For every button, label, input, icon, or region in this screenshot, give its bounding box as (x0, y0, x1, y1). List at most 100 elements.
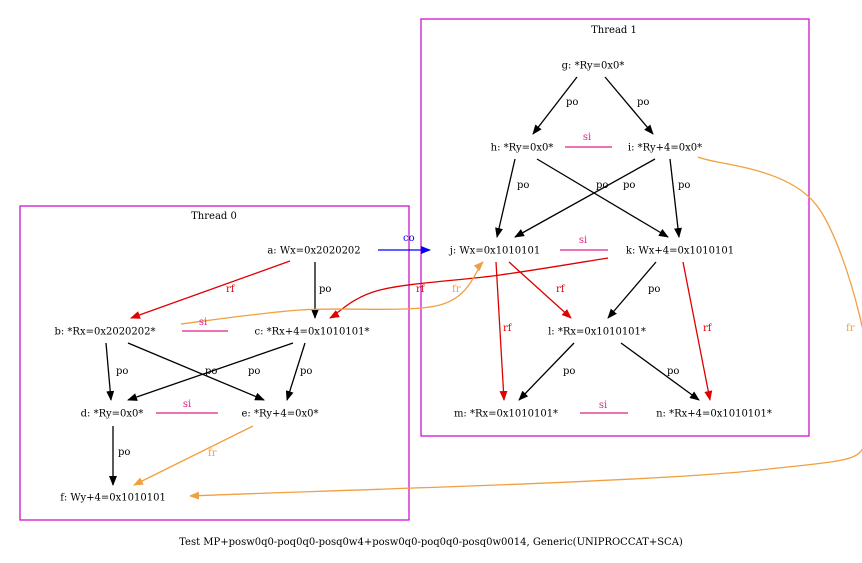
node-c: c: *Rx+4=0x1010101* (255, 327, 370, 338)
edge-line-k-l (607, 261, 657, 319)
si-label-j-k: si (579, 235, 587, 246)
edge-line-g-h (532, 76, 578, 135)
edge-label-i-j: po (623, 180, 635, 191)
edge-po-l-n: po (620, 342, 700, 401)
edge-po-h-j: po (495, 158, 529, 238)
edge-fr-b-j: fr (180, 261, 484, 325)
si-link-b-c: si (182, 317, 228, 332)
node-a: a: Wx=0x2020202 (267, 246, 360, 257)
edge-po-d-f: po (109, 426, 130, 486)
edge-label-b-j: fr (452, 284, 461, 295)
edge-fr-e-f: fr (133, 425, 254, 486)
edge-line-c-e (285, 342, 306, 401)
edge-label-c-d: po (248, 366, 260, 377)
edge-line-i-j (514, 158, 656, 238)
si-label-d-e: si (183, 399, 191, 410)
si-layer: si si si si si (156, 132, 628, 414)
si-link-h-i: si (565, 132, 612, 148)
edge-label-b-d: po (116, 366, 128, 377)
cluster-thread1-label: Thread 1 (591, 25, 637, 36)
node-i: i: *Ry+4=0x0* (628, 143, 702, 154)
edge-co-a-j: co (378, 233, 431, 254)
edge-line-b-d (105, 342, 115, 401)
si-label-b-c: si (199, 317, 207, 328)
edge-line-i-k (669, 158, 682, 238)
node-d: d: *Ry=0x0* (81, 409, 144, 420)
node-l: l: *Rx=0x1010101* (548, 327, 646, 338)
edge-po-a-c: po (311, 262, 331, 319)
edge-line-b-j (180, 261, 484, 325)
edge-label-j-l: rf (556, 284, 566, 295)
edge-line-k-c (329, 257, 609, 319)
edge-label-j-m: rf (503, 323, 513, 334)
edge-label-k-l: po (648, 284, 660, 295)
edge-po-b-d: po (105, 342, 128, 401)
node-h: h: *Ry=0x0* (491, 143, 554, 154)
edge-rf-a-b: rf (130, 260, 291, 319)
edge-line-l-m (518, 342, 575, 401)
edge-label-l-n: po (667, 366, 679, 377)
diagram-caption: Test MP+posw0q0-poq0q0-posq0w4+posw0q0-p… (179, 537, 683, 548)
edge-label-a-c: po (319, 284, 331, 295)
edge-line-j-m (495, 261, 508, 401)
edge-label-i-k: po (678, 180, 690, 191)
edge-label-c-e: po (300, 366, 312, 377)
edge-label-a-j: co (403, 233, 415, 244)
edge-line-l-n (620, 342, 700, 401)
cluster-thread0-box (19, 205, 410, 521)
edge-po-h-k: po (536, 158, 669, 238)
edge-po-i-k: po (669, 158, 690, 238)
edge-rf-k-c: rf (329, 257, 609, 319)
edge-label-a-b: rf (226, 284, 236, 295)
node-n: n: *Rx+4=0x1010101* (656, 409, 772, 420)
edge-fr-i-f: fr (189, 156, 862, 500)
nodes-layer: a: Wx=0x2020202 b: *Rx=0x2020202* c: *Rx+4… (54, 61, 771, 504)
cluster-thread0-label: Thread 0 (191, 211, 237, 222)
edge-label-h-k: po (596, 180, 608, 191)
edge-label-k-n: rf (703, 323, 713, 334)
edge-po-g-i: po (604, 76, 654, 135)
edge-po-g-h: po (532, 76, 578, 135)
si-link-m-n: si (580, 400, 628, 414)
edge-po-b-e: po (127, 342, 265, 401)
edge-label-d-f: po (118, 447, 130, 458)
edge-line-a-b (130, 260, 291, 319)
edge-line-h-k (536, 158, 669, 238)
si-link-d-e: si (156, 399, 218, 414)
edge-line-g-i (604, 76, 654, 135)
edge-label-g-h: po (566, 97, 578, 108)
edge-po-k-l: po (607, 261, 660, 319)
edge-po-i-j: po (514, 158, 656, 238)
edge-line-k-n (682, 261, 713, 401)
edge-rf-j-m: rf (495, 261, 513, 401)
edge-line-c-d (127, 342, 294, 401)
edge-label-k-c: rf (416, 284, 426, 295)
edge-line-j-l (508, 261, 572, 319)
edge-label-e-f: fr (208, 448, 217, 459)
edge-po-l-m: po (518, 342, 575, 401)
edge-line-h-j (495, 158, 516, 238)
si-label-m-n: si (599, 400, 607, 411)
node-m: m: *Rx=0x1010101* (454, 409, 558, 420)
edge-po-c-e: po (285, 342, 312, 401)
edge-rf-k-n: rf (682, 261, 713, 401)
edge-po-c-d: po (127, 342, 294, 401)
node-f: f: Wy+4=0x1010101 (60, 493, 166, 504)
node-k: k: Wx+4=0x1010101 (626, 246, 734, 257)
cluster-thread1-box (420, 18, 810, 437)
si-label-h-i: si (583, 132, 591, 143)
node-j: j: Wx=0x1010101 (449, 246, 540, 257)
si-link-j-k: si (560, 235, 608, 251)
edge-label-i-f: fr (846, 323, 855, 334)
edge-line-i-f (189, 156, 862, 500)
node-e: e: *Ry+4=0x0* (242, 409, 319, 420)
edge-line-b-e (127, 342, 265, 401)
node-b: b: *Rx=0x2020202* (54, 327, 155, 338)
edge-label-l-m: po (563, 366, 575, 377)
edge-line-e-f (133, 425, 254, 486)
node-g: g: *Ry=0x0* (562, 61, 625, 72)
edge-label-g-i: po (637, 97, 649, 108)
edge-rf-j-l: rf (508, 261, 572, 319)
